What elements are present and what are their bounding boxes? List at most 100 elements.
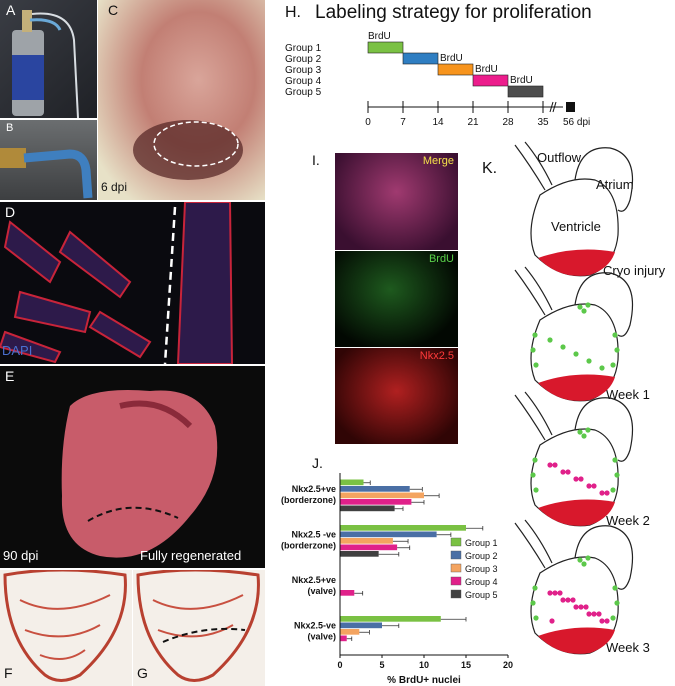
panel-g-histology: G [133,570,265,686]
outflow-vessel [514,394,546,441]
chart-x-tick-label: 20 [503,660,513,670]
injury-outline [153,121,239,167]
outflow-vessel [514,269,546,316]
proliferating-cell [530,472,536,478]
injury-region [538,627,615,654]
panel-i-merge: Merge [335,153,458,250]
proliferating-cell [612,585,618,591]
chart-x-tick-label: 0 [337,660,342,670]
proliferating-cell [614,472,620,478]
panel-f-histology: F [0,570,132,686]
proliferating-cell [573,476,579,482]
chart-category-label: Nkx2.5+ve [292,575,336,585]
panel-label-b: B [6,122,14,134]
chart-bar [340,505,395,512]
chart-legend-swatch [450,550,462,560]
proliferating-cell [610,362,616,368]
proliferating-cell [532,332,538,338]
label-ventricle: Ventricle [551,219,601,234]
timeline-group-label: Group 4 [285,76,322,87]
timeline-tick-label: 0 [365,117,371,128]
proliferating-cell [577,557,583,563]
injury-region [538,499,615,526]
histology-f-image [3,570,127,682]
timeline-break [549,101,554,113]
proliferating-cell [604,490,610,496]
chart-bar [340,544,398,551]
chart-bar [340,486,410,492]
channel-label-merge: Merge [422,155,454,167]
proliferating-cell [581,433,587,439]
panel-e-dpi: 90 dpi [3,548,39,563]
label-atrium: Atrium [596,177,634,192]
outflow-vessel [524,141,553,186]
chart-category-label: Nkx2.5-ve [294,620,336,630]
panel-a-photo: A [0,0,97,118]
channel-label-nkx25: Nkx2.5 [419,350,454,362]
timeline-bar [367,41,404,54]
atrium-outline [574,272,634,337]
dapi-section-image [0,202,234,364]
heart-schematics [514,141,634,655]
proliferating-cell [547,590,553,596]
timeline-brdu-label: BrdU [368,31,391,42]
timeline-brdu-label: BrdU [440,53,463,64]
proliferating-cell [530,347,536,353]
proliferating-cell [596,611,602,617]
proliferating-cell [560,469,566,475]
proliferating-cell [612,457,618,463]
histology-g-image [136,570,260,682]
chart-x-axis-label: % BrdU+ nuclei [387,675,461,686]
proliferating-cell [573,351,579,357]
panel-e-photo: E 90 dpi Fully regenerated [0,366,265,568]
chart-category-label: Nkx2.5+ve [292,484,336,494]
panel-label-k: K. [482,160,498,177]
chart-bar [340,538,393,544]
heart-schematic-stage [514,141,634,277]
proliferating-cell [533,362,539,368]
proliferating-cell [585,427,591,433]
chart-x-tick-label: 10 [419,660,429,670]
proliferating-cell [610,487,616,493]
proliferating-cell [586,611,592,617]
proliferating-cell [578,476,584,482]
chart-category-label: (borderzone) [281,540,336,550]
outflow-vessel [514,522,546,569]
timeline-tick-label: 21 [467,117,479,128]
panel-label-f: F [4,665,13,681]
proliferating-cell [599,365,605,371]
proliferating-cell [565,597,571,603]
chart-bar [340,629,360,635]
panel-c-photo: C 6 dpi [98,0,265,200]
chart-bar [340,590,355,596]
outflow-vessel [524,519,553,564]
proliferating-cell [591,483,597,489]
dapi-label: DAPI [2,343,33,358]
panel-label-a: A [6,2,16,18]
timeline-group-label: Group 2 [285,54,322,65]
proliferating-cell [599,618,605,624]
timeline-bar [507,85,544,98]
proliferating-cell [578,604,584,610]
proliferating-cell [547,462,553,468]
chart-bar [340,499,412,505]
chart-category-label: (valve) [307,586,336,596]
timeline-group-label: Group 3 [285,65,322,76]
timeline-tick-label: 35 [537,117,549,128]
timeline-bar [402,52,439,65]
heart-schematic-stage [514,266,634,402]
proliferating-cell [560,344,566,350]
panel-b-photo: B [0,120,97,200]
proliferating-cell [604,618,610,624]
proliferating-cell [591,611,597,617]
chart-legend-swatch [450,537,462,547]
proliferating-cell [585,302,591,308]
timeline-bar [472,74,509,87]
timeline-tick-label: 7 [400,117,406,128]
proliferating-cell [581,561,587,567]
chart-legend-label: Group 3 [465,564,498,574]
labeling-strategy-title: Labeling strategy for proliferation [315,2,592,23]
chart-bar [340,635,347,642]
proliferating-cell [586,358,592,364]
